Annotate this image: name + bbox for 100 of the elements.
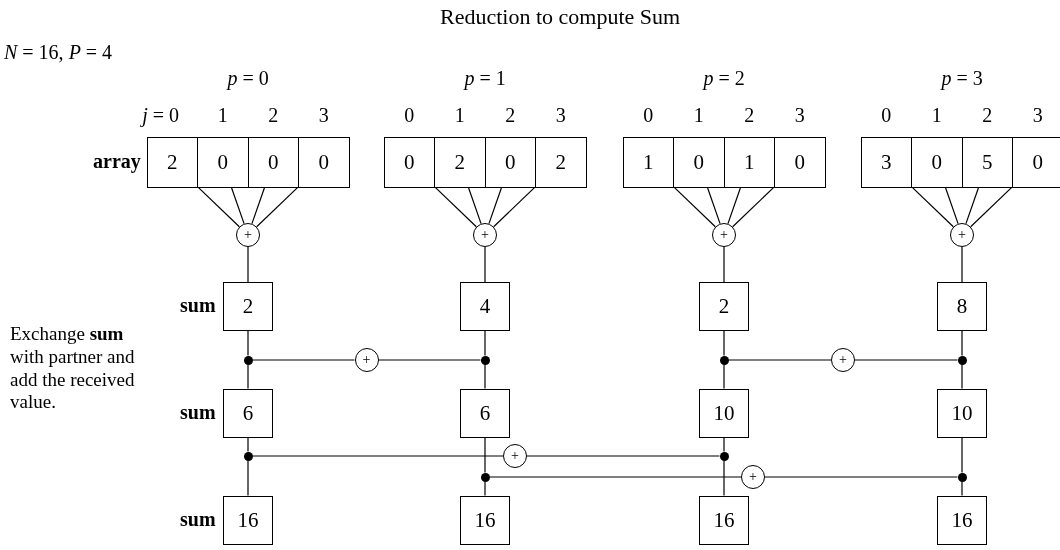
- connector-line: [961, 480, 963, 497]
- connector-line: [484, 480, 486, 497]
- row-label: sum: [180, 400, 216, 424]
- connector-line: [468, 187, 482, 225]
- array-cell: 0: [247, 137, 299, 188]
- connector-line: [965, 187, 979, 225]
- plus-circle: +: [473, 223, 497, 247]
- index-label: 0: [881, 103, 892, 127]
- connector-line: [970, 186, 1013, 228]
- connector-line: [854, 359, 959, 361]
- array-cell: 0: [1012, 137, 1060, 188]
- index-label: 1: [217, 103, 228, 127]
- connector-line: [764, 476, 959, 478]
- connector-line: [251, 359, 356, 361]
- sum-box: 16: [937, 495, 987, 545]
- index-label: 2: [982, 103, 993, 127]
- array-cell: 0: [911, 137, 963, 188]
- parameter-label: N = 16, P = 4: [4, 40, 113, 64]
- sum-box: 16: [699, 495, 749, 545]
- index-label: 1: [454, 103, 465, 127]
- junction-dot: [480, 355, 490, 365]
- sum-box: 10: [937, 388, 987, 438]
- connector-line: [526, 455, 721, 457]
- index-label: 3: [1032, 103, 1043, 127]
- plus-circle: +: [950, 223, 974, 247]
- array-cell: 0: [673, 137, 725, 188]
- junction-dot: [957, 472, 967, 482]
- junction-dot: [243, 355, 253, 365]
- connector-line: [251, 187, 265, 225]
- connector-line: [961, 246, 963, 283]
- plus-circle: +: [236, 223, 260, 247]
- process-label: p = 1: [464, 66, 506, 90]
- plus-circle: +: [831, 348, 855, 372]
- index-label: 2: [268, 103, 279, 127]
- connector-line: [961, 363, 963, 390]
- row-label: sum: [180, 507, 216, 531]
- index-label: 3: [794, 103, 805, 127]
- connector-line: [247, 246, 249, 283]
- plus-circle: +: [741, 465, 765, 489]
- connector-line: [723, 459, 725, 497]
- array-cell: 0: [298, 137, 350, 188]
- connector-line: [247, 436, 249, 453]
- junction-dot: [719, 355, 729, 365]
- process-label: p = 2: [703, 66, 745, 90]
- array-cell: 2: [535, 137, 587, 188]
- array-cell: 3: [860, 137, 912, 188]
- connector-line: [484, 330, 486, 357]
- index-label: 2: [744, 103, 755, 127]
- connector-line: [247, 363, 249, 390]
- sum-box: 16: [223, 495, 273, 545]
- array-cell: 2: [434, 137, 486, 188]
- index-label: 1: [931, 103, 942, 127]
- connector-line: [911, 186, 954, 228]
- note-text: Exchange sum with partner and add the received value.: [10, 323, 136, 415]
- connector-line: [707, 187, 721, 225]
- connector-line: [484, 246, 486, 283]
- row-label: array: [93, 149, 141, 173]
- index-label: 3: [555, 103, 566, 127]
- connector-line: [256, 186, 299, 228]
- sum-box: 4: [460, 282, 510, 331]
- connector-line: [488, 476, 742, 478]
- sum-box: 2: [699, 282, 749, 331]
- connector-line: [723, 436, 725, 453]
- plus-circle: +: [354, 348, 379, 372]
- sum-box: 6: [223, 388, 273, 438]
- array-cell: 1: [622, 137, 674, 188]
- process-label: p = 3: [941, 66, 983, 90]
- array-cell: 0: [774, 137, 826, 188]
- connector-line: [961, 436, 963, 474]
- sum-box: 8: [937, 282, 987, 331]
- index-label: 1: [693, 103, 704, 127]
- connector-line: [197, 186, 240, 228]
- connector-line: [723, 363, 725, 390]
- process-label: p = 0: [227, 66, 269, 90]
- connector-line: [251, 455, 504, 457]
- sum-box: 10: [699, 388, 749, 438]
- diagram-title: Reduction to compute Sum: [440, 4, 681, 31]
- index-label: j = 0: [142, 103, 180, 127]
- array-cell: 0: [197, 137, 249, 188]
- junction-dot: [957, 355, 967, 365]
- sum-box: 6: [460, 388, 510, 438]
- array-cell: 0: [484, 137, 536, 188]
- connector-line: [377, 359, 482, 361]
- connector-line: [488, 187, 502, 225]
- connector-line: [247, 459, 249, 497]
- connector-line: [723, 246, 725, 283]
- connector-line: [493, 186, 536, 228]
- connector-line: [961, 330, 963, 357]
- sum-box: 16: [460, 495, 510, 545]
- connector-line: [732, 186, 775, 228]
- connector-line: [434, 186, 477, 228]
- index-label: 0: [404, 103, 415, 127]
- sum-box: 2: [223, 282, 273, 331]
- plus-circle: +: [712, 223, 736, 247]
- connector-line: [727, 187, 741, 225]
- connector-line: [231, 187, 245, 225]
- plus-circle: +: [503, 444, 527, 468]
- connector-line: [945, 187, 959, 225]
- index-label: 0: [643, 103, 654, 127]
- index-label: 2: [505, 103, 516, 127]
